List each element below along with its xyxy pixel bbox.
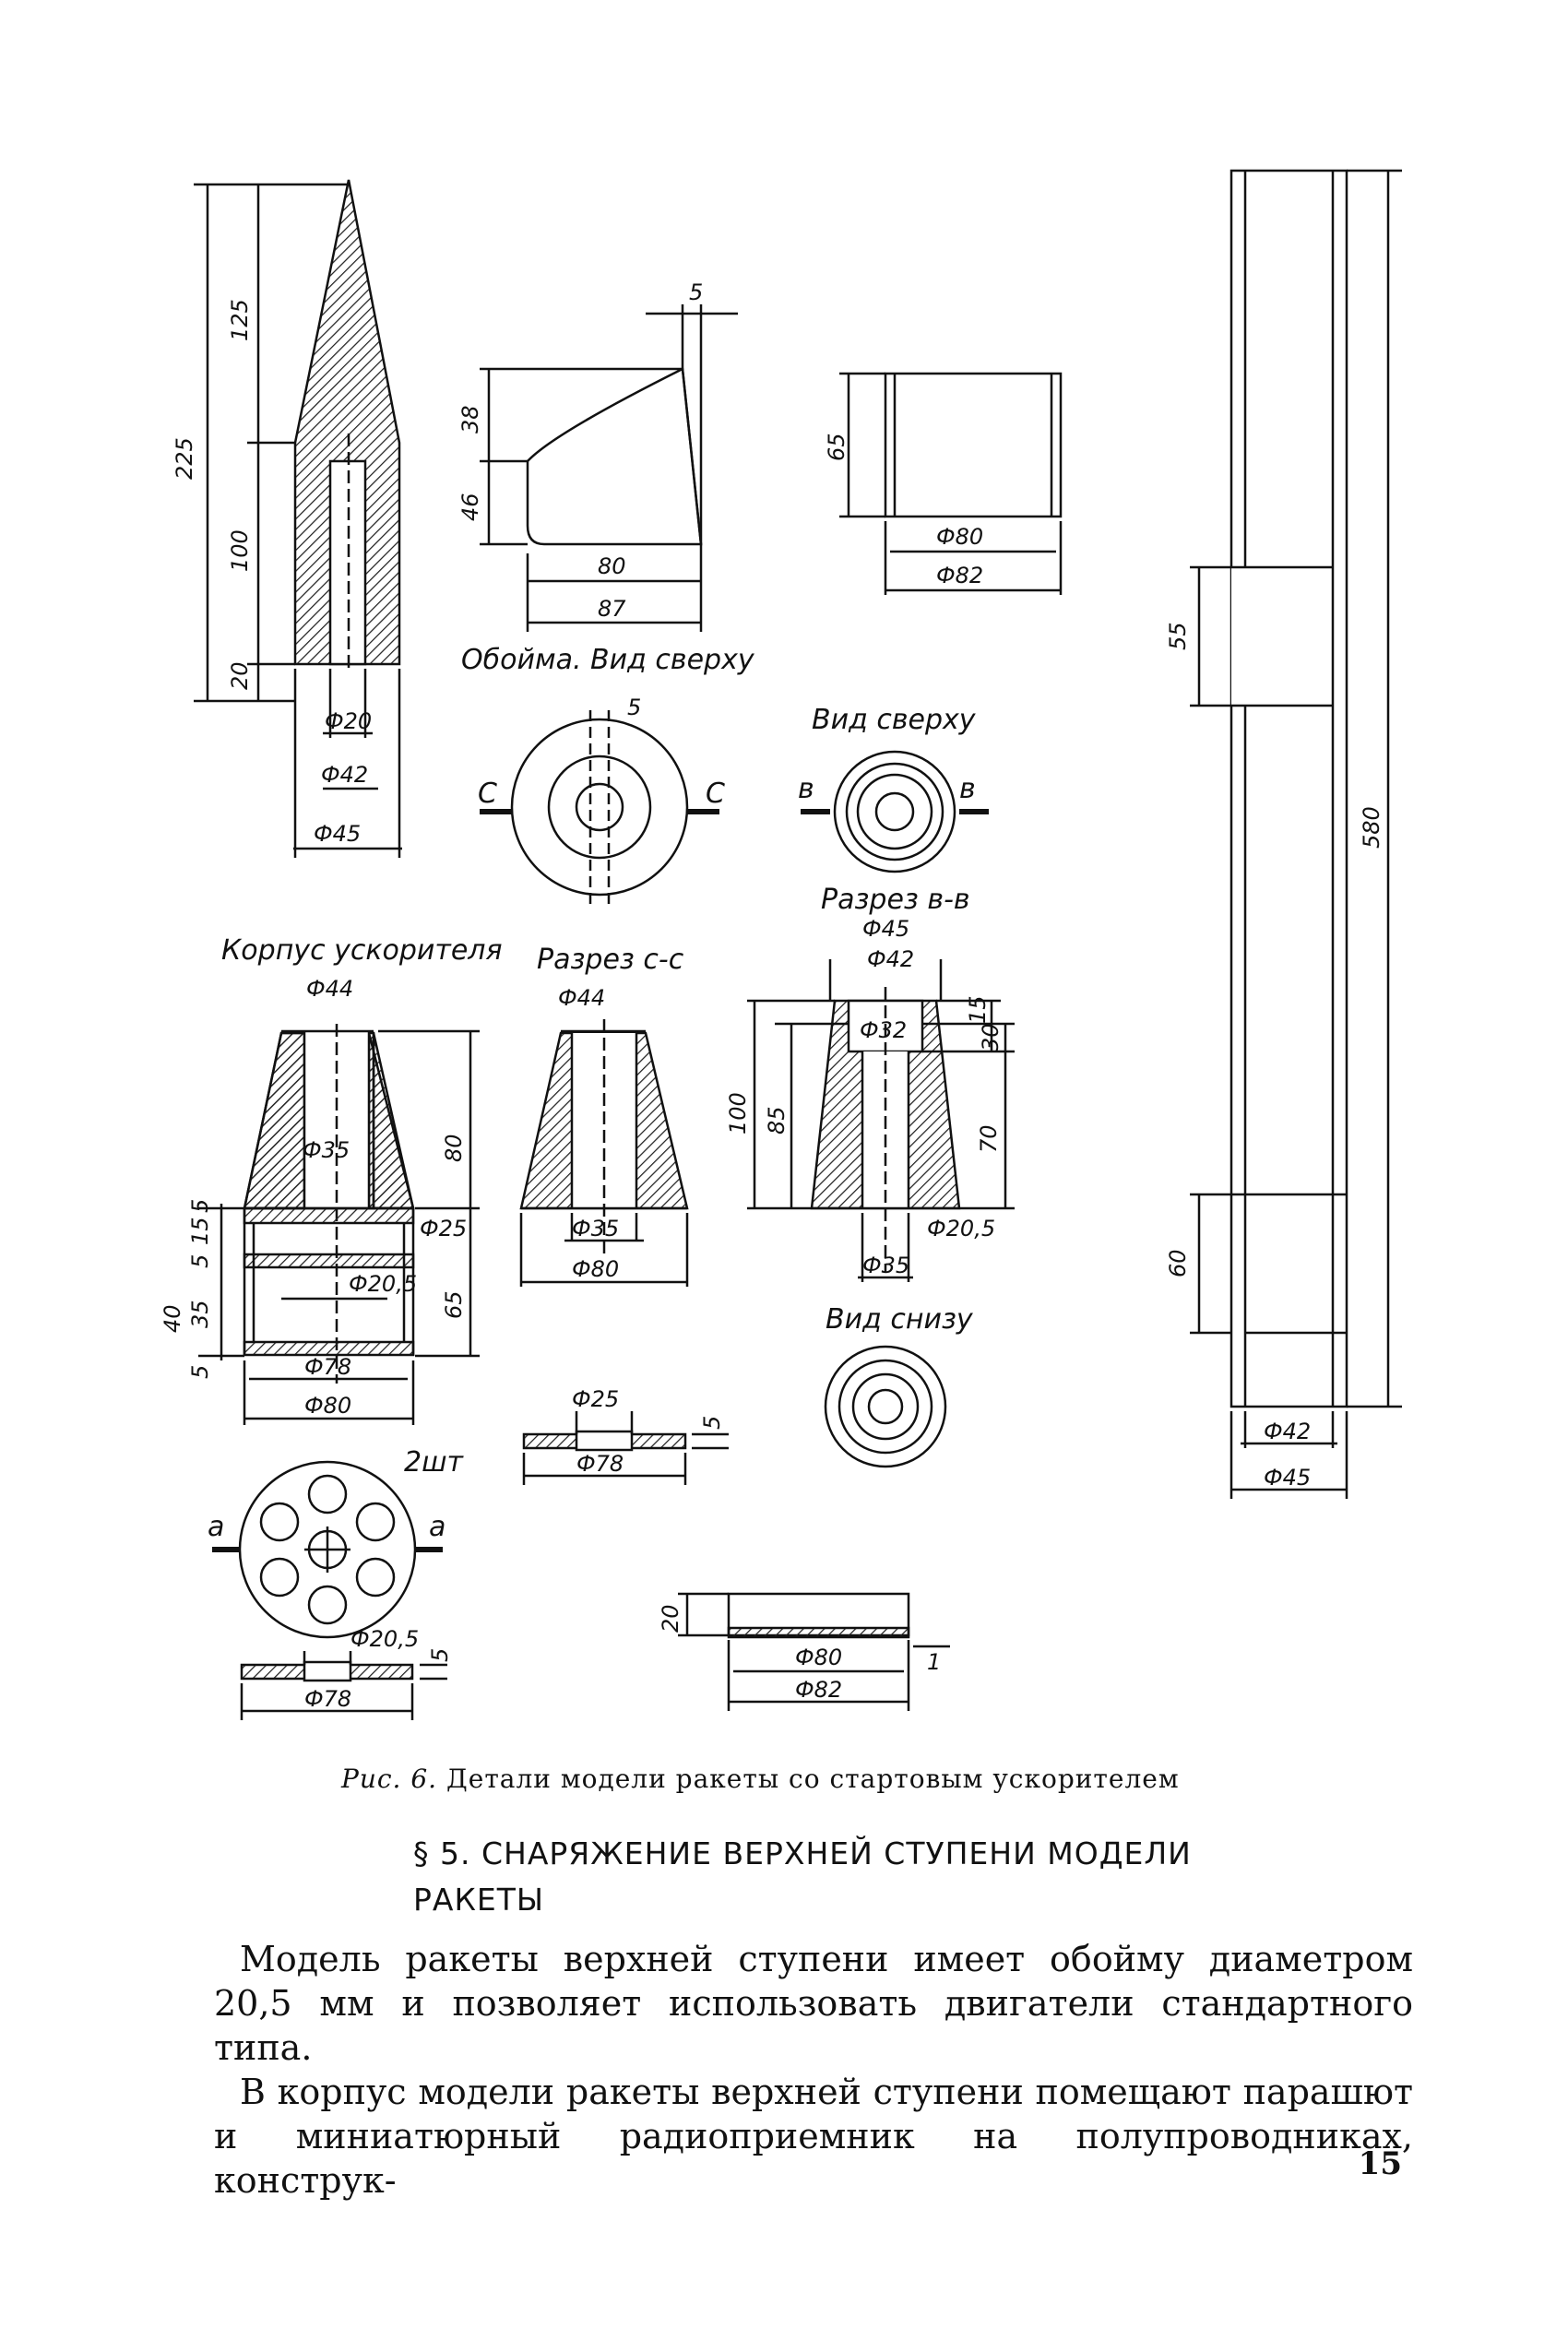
dim-phi45-bb: Ф45	[862, 916, 909, 942]
dim-phi20: Ф20	[325, 708, 372, 734]
paragraph-1: Модель ракеты верхней ступени имеет обой…	[214, 1939, 1413, 2068]
washer-drawing	[522, 1411, 729, 1485]
dim-46: 46	[457, 493, 483, 521]
dim-phi25-body: Ф25	[420, 1216, 467, 1241]
dim-phi80-cc: Ф80	[572, 1256, 619, 1282]
technical-drawing: 225 125 100 20 Ф20 Ф42 Ф45 5 38 46 80 87…	[160, 169, 1402, 1720]
dim-phi42-tube: Ф42	[1264, 1419, 1311, 1444]
paragraph-2: В корпус модели ракеты верхней ступени п…	[214, 2072, 1413, 2201]
dim-100: 100	[227, 529, 253, 572]
disc-holes-drawing	[212, 1460, 443, 1639]
nose-cone-drawing	[194, 179, 402, 858]
body-text: Модель ракеты верхней ступени имеет обой…	[214, 1937, 1413, 2203]
long-tube-drawing	[1190, 169, 1402, 1499]
label-c-right: С	[706, 778, 725, 810]
booster-body-drawing	[198, 1024, 480, 1425]
dim-phi82-cap: Ф82	[795, 1677, 842, 1703]
section-bb-drawing	[747, 959, 1015, 1282]
dim-55-tube: 55	[1165, 622, 1191, 650]
dim-35-body: 35	[187, 1300, 213, 1328]
dim-phi45: Ф45	[314, 821, 361, 847]
dim-phi45-tube: Ф45	[1264, 1465, 1311, 1491]
dim-580-tube: 580	[1359, 806, 1384, 849]
section-heading-line1: § 5. СНАРЯЖЕНИЕ ВЕРХНЕЙ СТУПЕНИ МОДЕЛИ	[413, 1835, 1192, 1871]
clip-side-drawing	[480, 304, 738, 632]
label-b-left: в	[798, 773, 814, 805]
plate-drawing	[240, 1651, 447, 1720]
dim-phi205-bb: Ф20,5	[927, 1216, 995, 1241]
dim-80-clip: 80	[598, 553, 626, 579]
label-clip-top-view: Обойма. Вид сверху	[461, 644, 755, 676]
dim-phi80-ring: Ф80	[936, 524, 983, 550]
dim-60-tube: 60	[1165, 1249, 1191, 1277]
dim-15-body: 15	[187, 1217, 213, 1245]
clip-top-view-drawing	[480, 710, 719, 904]
dim-65-ring: 65	[824, 433, 849, 461]
dim-15-bb: 15	[965, 995, 991, 1024]
label-view-top: Вид сверху	[812, 704, 977, 736]
dim-phi42-bb: Ф42	[867, 946, 914, 972]
dim-phi35-bb: Ф35	[862, 1253, 909, 1278]
label-b-right: в	[959, 773, 976, 805]
dim-phi44-body: Ф44	[306, 976, 353, 1002]
dim-phi78-plate: Ф78	[304, 1686, 351, 1712]
dim-phi35-cc: Ф35	[572, 1216, 619, 1241]
dim-87: 87	[598, 596, 626, 622]
label-c-left: С	[478, 778, 497, 810]
dim-38: 38	[457, 405, 483, 434]
dim-65-body: 65	[441, 1290, 467, 1319]
section-heading: § 5. СНАРЯЖЕНИЕ ВЕРХНЕЙ СТУПЕНИ МОДЕЛИ Р…	[413, 1831, 1243, 1923]
dim-phi205-body: Ф20,5	[349, 1271, 417, 1297]
cap-drawing	[678, 1592, 950, 1711]
view-top-drawing	[801, 750, 989, 873]
dim-5-washer: 5	[699, 1416, 725, 1430]
dim-phi80-body: Ф80	[304, 1393, 351, 1419]
label-a-right: а	[429, 1511, 445, 1543]
figure-caption-label: Рис. 6.	[341, 1764, 438, 1794]
dim-5-top: 5	[689, 279, 703, 305]
view-bottom-drawing	[824, 1345, 947, 1468]
dim-1-cap: 1	[927, 1649, 941, 1675]
figure-caption-text: Детали модели ракеты со стартовым ускори…	[445, 1764, 1180, 1794]
dim-125: 125	[227, 299, 253, 341]
dim-phi82-ring: Ф82	[936, 563, 983, 588]
dim-225: 225	[172, 437, 197, 480]
dim-phi80-cap: Ф80	[795, 1645, 842, 1670]
label-a-left: а	[208, 1511, 224, 1543]
dim-5-body-c: 5	[187, 1365, 213, 1379]
label-section-bb: Разрез в-в	[821, 884, 970, 916]
section-cc-drawing	[519, 1019, 689, 1287]
page-number: 15	[1358, 2145, 1402, 2182]
dim-5-plate: 5	[427, 1648, 453, 1662]
ring-side-drawing	[839, 372, 1063, 595]
dim-phi44-cc: Ф44	[558, 985, 605, 1011]
dim-20-cap: 20	[658, 1604, 683, 1633]
label-section-cc: Разрез с-с	[537, 944, 684, 976]
dim-70-bb: 70	[976, 1124, 1002, 1153]
dim-phi32-bb: Ф32	[860, 1017, 907, 1043]
section-heading-line2: РАКЕТЫ	[413, 1882, 545, 1918]
dim-40-body: 40	[160, 1304, 185, 1333]
label-quantity: 2шт	[404, 1446, 465, 1479]
dim-5-body-b: 5	[187, 1254, 213, 1268]
dim-phi78-body: Ф78	[304, 1354, 351, 1380]
dim-5-clip: 5	[627, 695, 641, 720]
dim-20: 20	[227, 661, 253, 690]
dim-phi25-washer: Ф25	[572, 1386, 619, 1412]
dim-85-bb: 85	[764, 1106, 790, 1134]
dim-80-body: 80	[441, 1134, 467, 1162]
dim-phi78-washer: Ф78	[576, 1451, 624, 1477]
dim-100-bb: 100	[725, 1092, 751, 1134]
label-booster-body: Корпус ускорителя	[221, 934, 503, 967]
dim-30-bb: 30	[978, 1023, 1004, 1051]
dim-phi35-body: Ф35	[303, 1137, 350, 1163]
dim-phi42: Ф42	[321, 762, 368, 788]
label-view-bottom: Вид снизу	[826, 1303, 974, 1336]
dim-phi205-plate: Ф20,5	[350, 1626, 419, 1652]
figure-caption: Рис. 6. Детали модели ракеты со стартовы…	[341, 1764, 1356, 1794]
dim-5-body-a: 5	[187, 1199, 213, 1213]
